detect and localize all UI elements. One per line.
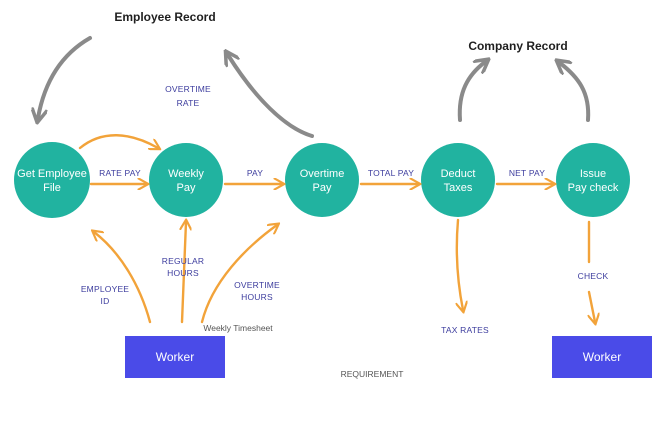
process-label-line1: Issue <box>580 168 606 180</box>
process-label-line1: Overtime <box>300 168 345 180</box>
employee-record-store: Employee Record <box>114 10 215 24</box>
process-issue-pay-check: Issue Pay check <box>556 143 630 217</box>
employee-id-arrow <box>94 232 152 324</box>
process-weekly-pay: Weekly Pay <box>149 143 223 217</box>
flow-label-employee-id-line2: ID <box>101 296 110 306</box>
process-label-line2: Taxes <box>444 182 473 194</box>
issue-pay-check-to-company-record-arrow <box>560 63 591 122</box>
flow-label-employee-id-line1: EMPLOYEE <box>81 284 129 294</box>
flow-label-net-pay: NET PAY <box>509 168 545 178</box>
flow-label-overtime-hours-line2: HOURS <box>241 292 273 302</box>
flow-label-regular-hours-line1: REGULAR <box>162 256 205 266</box>
employee-record-to-get-file-arrow <box>38 36 92 118</box>
flow-label-check: CHECK <box>578 271 609 281</box>
company-record-store: Company Record <box>468 39 567 53</box>
worker-label: Worker <box>583 350 621 364</box>
process-label-line1: Deduct <box>441 168 476 180</box>
regular-hours-arrow <box>182 222 186 324</box>
process-label-line2: Pay check <box>568 182 619 194</box>
tax-rates-arrow <box>457 218 463 310</box>
weekly-timesheet-caption: Weekly Timesheet <box>203 323 273 333</box>
flow-label-overtime-hours-line1: OVERTIME <box>234 280 280 290</box>
flow-label-tax-rates: TAX RATES <box>441 325 489 335</box>
rate-pay-curved-arrow <box>78 134 158 148</box>
process-label-line2: Pay <box>313 182 332 194</box>
flow-label-rate-pay: RATE PAY <box>99 168 141 178</box>
process-label-line1: Get Employee <box>17 168 87 180</box>
process-label-line2: File <box>43 182 61 194</box>
process-deduct-taxes: Deduct Taxes <box>421 143 495 217</box>
flow-label-total-pay: TOTAL PAY <box>368 168 414 178</box>
flow-label-overtime-rate-line2: RATE <box>177 98 200 108</box>
deduct-taxes-to-company-record-arrow <box>457 62 485 122</box>
worker-label: Worker <box>156 350 194 364</box>
requirement-caption: REQUIREMENT <box>341 369 404 379</box>
flow-label-pay: PAY <box>247 168 263 178</box>
flow-label-overtime-rate-line1: OVERTIME <box>165 84 211 94</box>
process-label-line1: Weekly <box>168 168 204 180</box>
overtime-hours-arrow <box>200 225 277 324</box>
process-overtime-pay: Overtime Pay <box>285 143 359 217</box>
process-label-line2: Pay <box>177 182 196 194</box>
process-get-employee-file: Get Employee File <box>14 142 90 218</box>
flow-label-regular-hours-line2: HOURS <box>167 268 199 278</box>
overtime-pay-to-employee-record-arrow <box>228 55 314 138</box>
check-arrow-lower <box>589 290 595 322</box>
worker-entity-right: Worker <box>552 336 652 378</box>
worker-entity-left: Worker <box>125 336 225 378</box>
